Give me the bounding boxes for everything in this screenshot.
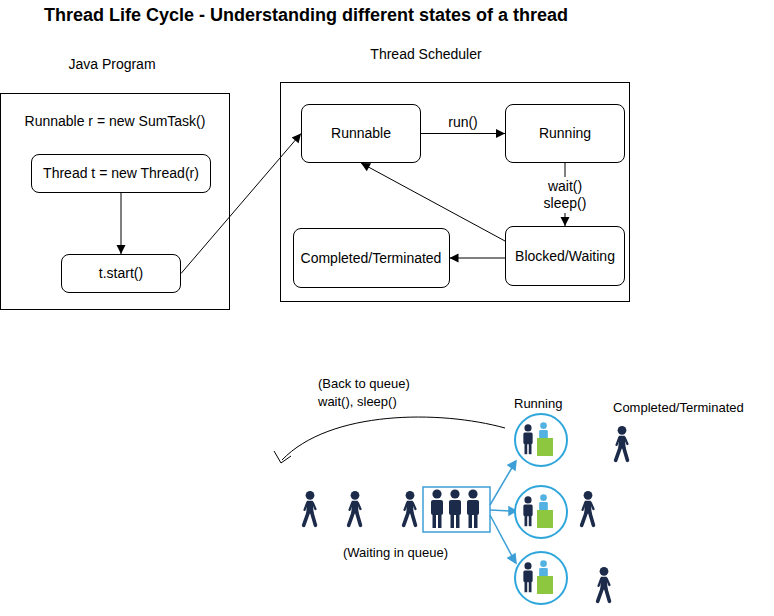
queued-person [431, 489, 443, 528]
arrowhead [117, 245, 126, 254]
arrowhead [496, 129, 505, 138]
box-text: Completed/Terminated [301, 250, 442, 267]
box-text: Blocked/Waiting [515, 248, 615, 265]
connector [421, 133, 505, 134]
queue-box [423, 487, 490, 532]
queued-person [467, 489, 479, 528]
state-box: Completed/Terminated [293, 228, 450, 288]
diagram-title: Thread Life Cycle - Understanding differ… [44, 4, 568, 26]
edge-label: wait() sleep() [542, 177, 589, 213]
code-line: Runnable r = new SumTask() [1, 113, 229, 130]
box-text: Running [539, 125, 591, 142]
illustration-label: (Back to queue) [318, 376, 410, 392]
frame-heading: Thread Scheduler [321, 46, 531, 63]
walking-person [349, 491, 361, 525]
statement-box: Thread t = new Thread(r) [31, 154, 211, 193]
walking-person [616, 426, 628, 460]
box-text: Runnable [331, 125, 391, 142]
box-text: t.start() [99, 265, 143, 282]
walking-person [598, 567, 610, 601]
connector [121, 193, 122, 254]
edge-label: run() [448, 114, 478, 131]
state-box: Running [505, 104, 625, 163]
illustration-label: Running [514, 396, 562, 412]
running-circle [515, 414, 567, 466]
running-circle [515, 486, 567, 538]
running-circle [515, 552, 567, 604]
frame-heading: Java Program [1, 56, 223, 73]
walking-person [304, 491, 316, 525]
back-arrowhead [274, 451, 291, 463]
statement-box: t.start() [61, 254, 181, 293]
box-text: Thread t = new Thread(r) [43, 165, 199, 182]
arrowhead [292, 134, 301, 144]
illustration-label: wait(), sleep() [318, 394, 397, 410]
back-arrow [282, 417, 505, 460]
walking-person [404, 491, 416, 525]
arrowhead [361, 163, 371, 171]
program-frame: Java ProgramRunnable r = new SumTask()Th… [0, 93, 230, 310]
walking-person [582, 491, 594, 525]
illustration-label: (Waiting in queue) [343, 545, 448, 561]
arrowhead [561, 217, 570, 226]
state-box: Blocked/Waiting [505, 226, 625, 286]
arrowhead [450, 254, 459, 263]
state-box: Runnable [301, 104, 421, 163]
dispatch-arrows [490, 461, 516, 563]
queued-person [449, 489, 461, 528]
illustration-label: Completed/Terminated [613, 400, 744, 416]
